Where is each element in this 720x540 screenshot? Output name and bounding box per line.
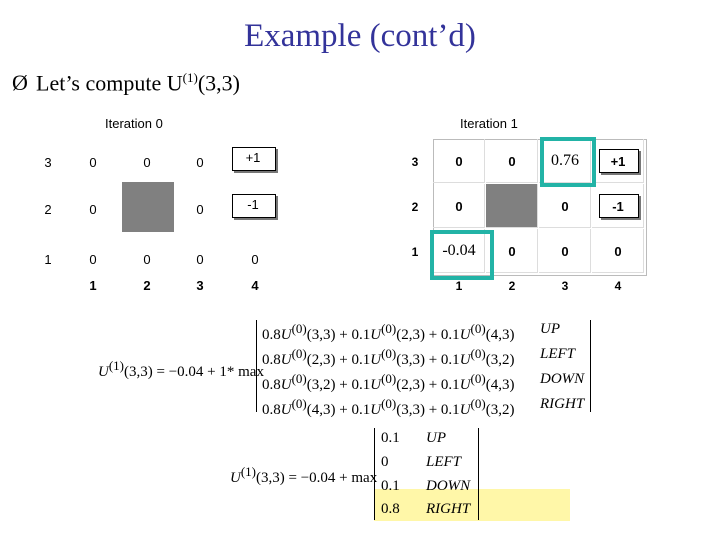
equation2-left-bracket [374, 428, 377, 520]
grid-cell [486, 139, 538, 183]
grid-value: 0 [561, 198, 569, 214]
bullet-line: Ø Let’s compute U(1)(3,3) [12, 70, 240, 96]
grid-cell [539, 139, 591, 183]
grid-value: 0 [251, 252, 259, 267]
grid-cell [539, 184, 591, 228]
grid-cell [592, 139, 644, 183]
grid-value: 0 [561, 243, 569, 259]
grid-value: 0 [196, 202, 204, 217]
grid-value: 0 [143, 155, 151, 170]
slide-title: Example (cont’d) [244, 18, 476, 54]
iteration1-label: Iteration 1 [460, 116, 518, 131]
grid-value: -1 [612, 198, 624, 214]
col-label: 3 [196, 278, 204, 293]
bullet-text-prefix: Let’s compute U [36, 70, 183, 96]
grid-value: +1 [610, 153, 626, 169]
bullet-arrow-icon: Ø [12, 70, 28, 96]
equation2-value: 0 [381, 454, 389, 470]
grid-cell [486, 229, 538, 273]
grid-value: 0 [508, 153, 516, 169]
equation2-action: DOWN [426, 478, 471, 494]
equation1-term: 0.8U(0)(2,3) + 0.1U(0)(3,3) + 0.1U(0)(3,… [262, 346, 515, 368]
equation1-term: 0.8U(0)(3,2) + 0.1U(0)(2,3) + 0.1U(0)(4,… [262, 371, 515, 393]
grid-value: 0 [89, 252, 97, 267]
equation1-right-bracket [590, 320, 593, 412]
grid-value: -1 [247, 197, 259, 212]
highlight-box-1-1 [430, 230, 494, 280]
row-label: 1 [44, 252, 52, 267]
col-label: 2 [508, 279, 516, 293]
wall-cell [486, 184, 538, 228]
grid-cell [592, 229, 644, 273]
row-label: 2 [44, 202, 52, 217]
equation1-action: RIGHT [540, 396, 585, 412]
grid-value: +1 [245, 150, 261, 165]
equation1-term: 0.8U(0)(3,3) + 0.1U(0)(2,3) + 0.1U(0)(4,… [262, 321, 515, 343]
bullet-text-suffix: (3,3) [197, 70, 240, 96]
terminal-cell [599, 194, 639, 218]
equation2-action: RIGHT [426, 501, 471, 517]
col-label: 1 [455, 279, 463, 293]
equation1-action: DOWN [540, 371, 585, 387]
row-label: 2 [411, 200, 419, 214]
grid-value: 0 [508, 243, 516, 259]
grid-value: 0 [89, 202, 97, 217]
grid-value: 0 [455, 153, 463, 169]
wall-cell [122, 182, 174, 232]
iteration0-label: Iteration 0 [105, 116, 163, 131]
row-label: 3 [411, 155, 419, 169]
grid-value: 0 [196, 252, 204, 267]
equation2-lhs: U(1)(3,3) = −0.04 + max [230, 464, 378, 486]
col-label: 3 [561, 279, 569, 293]
row-label: 1 [411, 245, 419, 259]
grid-value: 0 [143, 252, 151, 267]
grid-value: 0 [614, 243, 622, 259]
equation1-lhs: U(1)(3,3) = −0.04 + 1* max [98, 358, 264, 380]
col-label: 4 [614, 279, 622, 293]
grid-value: 0 [89, 155, 97, 170]
grid-cell [592, 184, 644, 228]
bullet-superscript: (1) [182, 70, 198, 85]
col-label: 4 [251, 278, 259, 293]
equation2-value: 0.8 [381, 501, 400, 517]
grid-value: 0 [196, 155, 204, 170]
terminal-cell [232, 194, 276, 218]
grid-cell [539, 229, 591, 273]
col-label: 2 [143, 278, 151, 293]
equation2-action: UP [426, 430, 446, 446]
grid-cell [433, 229, 485, 273]
equation1-left-bracket [256, 320, 259, 412]
max-row-highlight [374, 489, 570, 521]
equation2-value: 0.1 [381, 430, 400, 446]
equation1-action: LEFT [540, 346, 576, 362]
terminal-cell [599, 149, 639, 173]
equation1-action: UP [540, 321, 560, 337]
grid-value: 0.76 [551, 152, 579, 169]
highlight-box-3-3 [540, 137, 596, 187]
row-label: 3 [44, 155, 52, 170]
grid-value: 0 [455, 198, 463, 214]
grid-cell [433, 184, 485, 228]
col-label: 1 [89, 278, 97, 293]
equation1-term: 0.8U(0)(4,3) + 0.1U(0)(3,3) + 0.1U(0)(3,… [262, 396, 515, 418]
equation2-action: LEFT [426, 454, 462, 470]
terminal-cell [232, 147, 276, 171]
grid-cell [433, 139, 485, 183]
grid-value: -0.04 [442, 242, 476, 259]
equation2-right-bracket [478, 428, 481, 520]
equation2-value: 0.1 [381, 478, 400, 494]
